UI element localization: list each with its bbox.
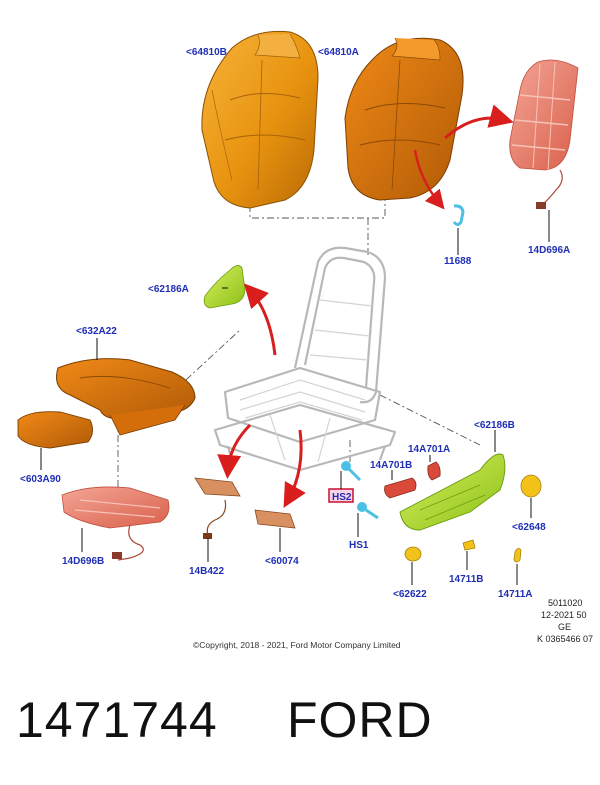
- copyright-text: ©Copyright, 2018 - 2021, Ford Motor Comp…: [193, 640, 401, 650]
- label-62648: <62648: [512, 522, 546, 533]
- part-number: 1471744: [16, 692, 218, 748]
- side-panel-62186b[interactable]: [399, 453, 506, 531]
- seat-parts-diagram: <64810B <64810A 11688 14D696A <62186A <6…: [17, 30, 593, 650]
- switch-14a701b[interactable]: [384, 477, 417, 499]
- knob-62648[interactable]: [520, 474, 542, 498]
- label-62622: <62622: [393, 589, 427, 600]
- label-14d696a: 14D696A: [528, 245, 570, 256]
- meta-line-2: 12-2021 50: [541, 610, 587, 620]
- meta-line-1: 5011020: [548, 598, 582, 608]
- cushion-front-603a90[interactable]: [17, 411, 93, 449]
- label-14711b: 14711B: [449, 574, 483, 585]
- meta-line-4: K 0365466 07: [537, 634, 593, 644]
- knob-14711a[interactable]: [513, 548, 522, 563]
- part-labels: <64810B <64810A 11688 14D696A <62186A <6…: [20, 47, 570, 600]
- label-62186b: <62186B: [474, 420, 515, 431]
- seat-back-foam-64810b[interactable]: [201, 30, 319, 209]
- label-60074: <60074: [265, 556, 299, 567]
- footer: 1471744 FORD: [0, 680, 600, 770]
- diagram-meta: 5011020 12-2021 50 GE K 0365466 07: [537, 598, 593, 644]
- seat-cushion-foam-632a22[interactable]: [56, 358, 196, 436]
- label-64810a: <64810A: [318, 47, 359, 58]
- label-14a701b: 14A701B: [370, 460, 412, 471]
- label-hs2: HS2: [332, 492, 352, 503]
- heater-module-14b422[interactable]: [194, 477, 241, 539]
- label-14b422: 14B422: [189, 566, 224, 577]
- seat-frame: [213, 246, 397, 472]
- meta-line-3: GE: [558, 622, 571, 632]
- label-603a90: <603A90: [20, 474, 61, 485]
- label-14a701a: 14A701A: [408, 444, 450, 455]
- cushion-heater-14d696b[interactable]: [61, 486, 170, 561]
- label-632a22: <632A22: [76, 326, 117, 337]
- seat-back-heater-14d696a[interactable]: [509, 59, 579, 209]
- removal-arrows: [217, 104, 514, 508]
- label-11688: 11688: [444, 256, 472, 267]
- clip-hs2[interactable]: [341, 461, 362, 482]
- module-60074[interactable]: [254, 509, 296, 529]
- label-14d696b: 14D696B: [62, 556, 104, 567]
- label-64810b: <64810B: [186, 47, 227, 58]
- side-trim-62186a[interactable]: [203, 265, 246, 309]
- brand-name: FORD: [287, 692, 433, 748]
- clip-11688[interactable]: [452, 204, 465, 226]
- label-14711a: 14711A: [498, 589, 532, 600]
- knob-62622[interactable]: [404, 546, 422, 562]
- knob-14711b[interactable]: [462, 539, 476, 551]
- label-62186a: <62186A: [148, 284, 189, 295]
- seat-back-foam-64810a[interactable]: [344, 37, 464, 201]
- leader-lines: [40, 210, 550, 585]
- switch-14a701a[interactable]: [427, 461, 441, 481]
- label-hs1: HS1: [349, 540, 369, 551]
- clip-hs1[interactable]: [357, 502, 379, 520]
